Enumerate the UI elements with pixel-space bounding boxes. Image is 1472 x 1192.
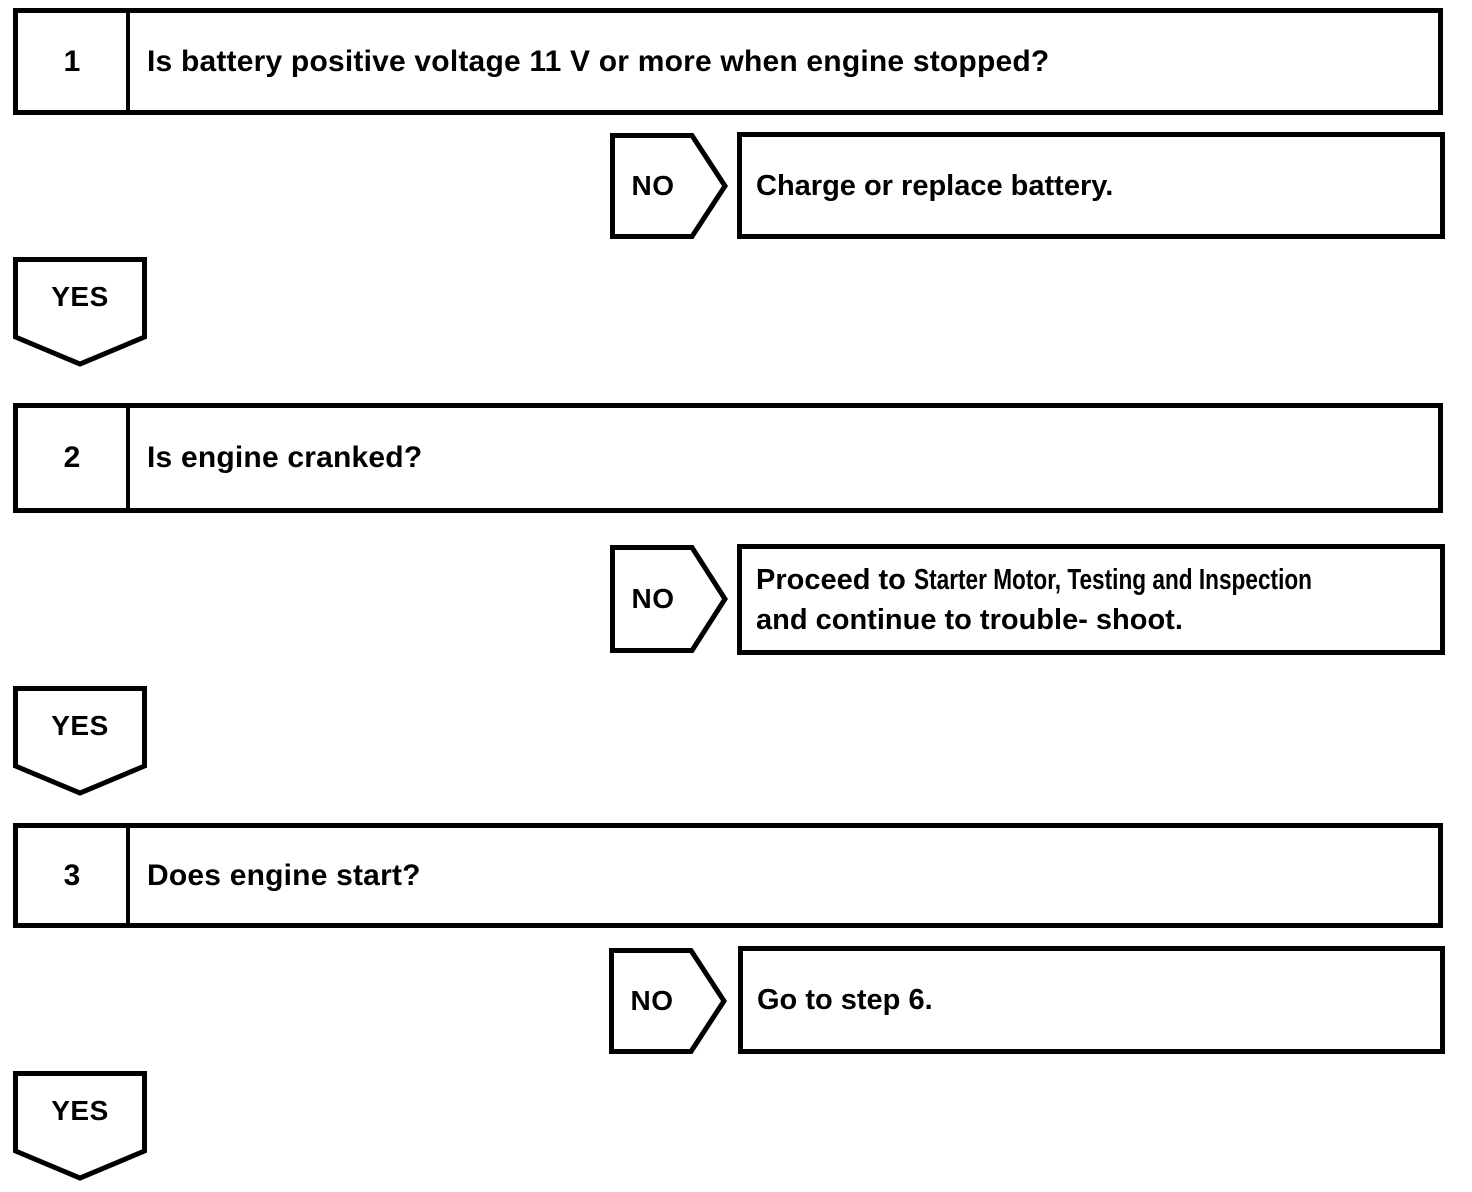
step-2-result-box: Proceed to Starter Motor, Testing and In… <box>737 544 1445 655</box>
step-1-yes-label: YES <box>51 281 109 312</box>
step-1-no-connector: NO <box>610 133 728 239</box>
step-1-result-box: Charge or replace battery. <box>737 132 1445 239</box>
step-1-no-label: NO <box>631 170 675 201</box>
yes-pentagon-icon <box>13 257 147 367</box>
step-3-yes-label: YES <box>51 1095 109 1126</box>
yes-pentagon-icon <box>13 1071 147 1181</box>
no-pentagon-icon <box>610 545 728 653</box>
step-3-result-box: Go to step 6. <box>738 946 1445 1054</box>
step-1-question-text: Is battery positive voltage 11 V or more… <box>147 44 1050 78</box>
step-3-question-box: 3 Does engine start? <box>13 823 1443 928</box>
step-2-no-label: NO <box>631 583 675 614</box>
step-2-result-line-2: and continue to trouble- shoot. <box>756 603 1183 636</box>
step-2-yes-label: YES <box>51 710 109 741</box>
step-3-result-text: Go to step 6. <box>757 984 933 1016</box>
step-1-result-text: Charge or replace battery. <box>756 169 1114 202</box>
step-2-number: 2 <box>18 408 130 508</box>
step-2-question-text: Is engine cranked? <box>147 441 423 474</box>
step-2-yes-connector: YES <box>13 686 147 796</box>
step-2-result-prefix: Proceed to <box>756 563 914 596</box>
step-2-result-reference: Starter Motor, Testing and Inspection <box>913 563 1312 596</box>
step-3-number: 3 <box>18 828 130 923</box>
step-3-yes-connector: YES <box>13 1071 147 1181</box>
step-1-question-box: 1 Is battery positive voltage 11 V or mo… <box>13 8 1443 115</box>
step-3-no-connector: NO <box>609 948 727 1054</box>
step-2-no-connector: NO <box>610 545 728 653</box>
no-pentagon-icon <box>610 133 728 239</box>
step-1-number: 1 <box>18 13 130 110</box>
step-1-yes-connector: YES <box>13 257 147 367</box>
no-pentagon-icon <box>609 948 727 1054</box>
step-2-question-box: 2 Is engine cranked? <box>13 403 1443 513</box>
step-3-question-text: Does engine start? <box>147 858 421 892</box>
step-2-result-line-1: Proceed to Starter Motor, Testing and In… <box>756 560 1432 600</box>
yes-pentagon-icon <box>13 686 147 796</box>
step-3-no-label: NO <box>630 985 674 1016</box>
